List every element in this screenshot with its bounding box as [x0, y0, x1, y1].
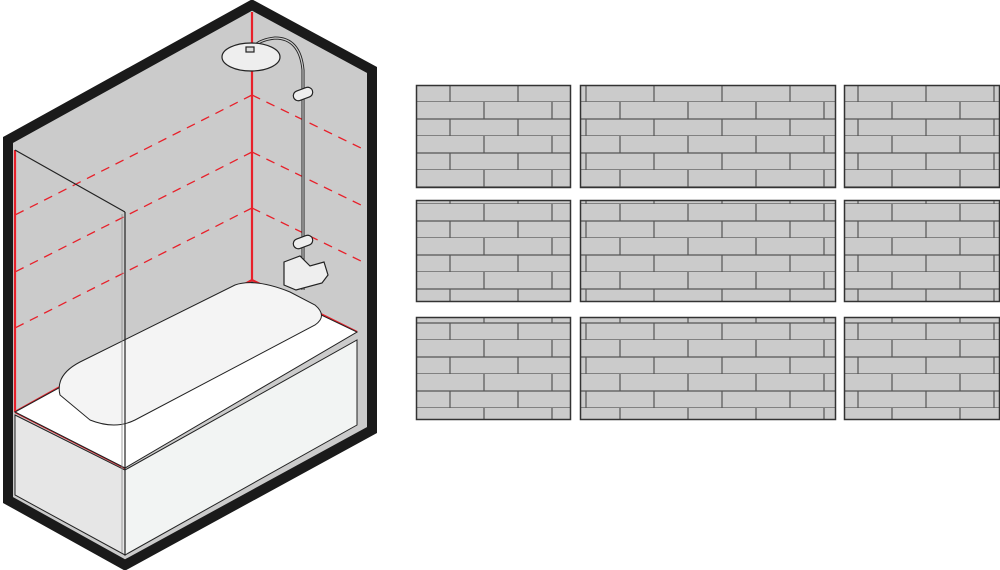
tile-panel — [843, 199, 1000, 303]
tile-panel — [579, 199, 837, 303]
tile-panel — [843, 84, 1000, 189]
glass-screen — [14, 149, 126, 555]
shower-head-icon — [221, 36, 329, 291]
tile-panel — [415, 316, 572, 421]
tile-panel — [843, 316, 1000, 421]
tile-panel-row-3 — [415, 316, 1000, 421]
tile-panels — [415, 84, 1000, 421]
tile-panel — [579, 84, 837, 189]
tile-panel — [415, 84, 572, 189]
tile-panel — [415, 199, 572, 303]
tile-panel-row-2 — [415, 199, 1000, 303]
dashed-guide-lines — [14, 94, 366, 329]
tile-panel-row-1 — [415, 84, 1000, 189]
bathroom-illustration — [2, 0, 377, 570]
tile-panel — [579, 316, 837, 421]
